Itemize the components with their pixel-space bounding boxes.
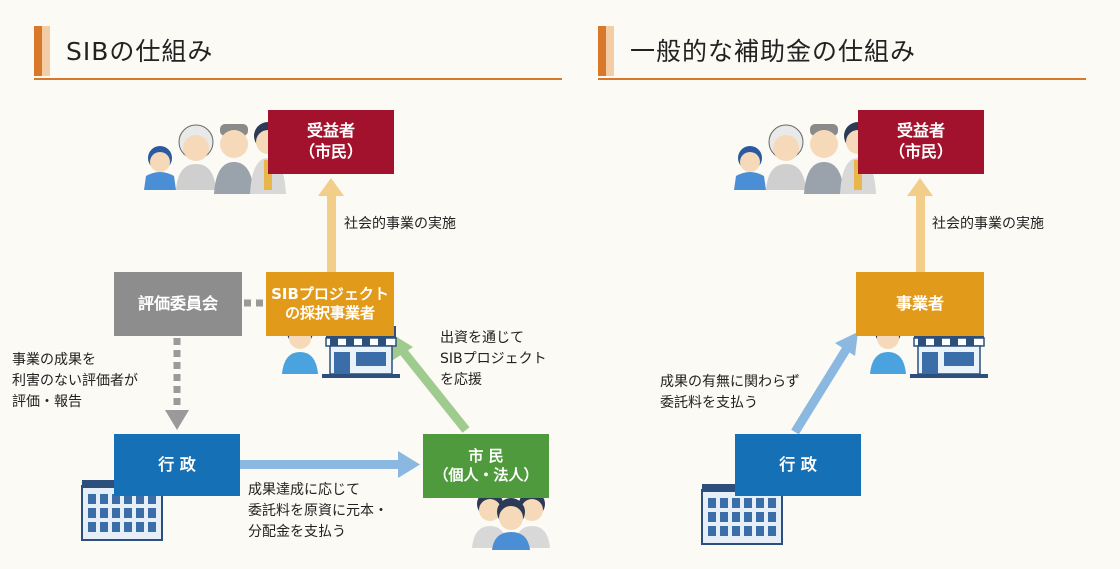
label-investment-line2: SIBプロジェクト [440, 351, 547, 367]
government-box-right: 行 政 [735, 434, 861, 496]
label-payment: 成果達成に応じて 委託料を原資に元本・ 分配金を支払う [248, 480, 388, 543]
arrow-investment [398, 347, 470, 433]
operator-line2: の採択事業者 [284, 304, 375, 322]
label-investment-line1: 出資を通じて [440, 330, 524, 346]
citizens-line2: （個人・法人） [433, 466, 539, 484]
label-payment-right-line1: 成果の有無に関わらず [660, 374, 800, 390]
beneficiary-label: 受益者 [306, 121, 355, 141]
beneficiary-box-left: 受益者 （市民） [268, 110, 394, 174]
committee-box: 評価委員会 [114, 272, 242, 336]
beneficiary-box-right: 受益者 （市民） [858, 110, 984, 174]
arrow-social-left [327, 194, 336, 274]
citizens-box: 市 民 （個人・法人） [423, 434, 549, 498]
citizens-illustration [472, 491, 550, 550]
label-payment-line1: 成果達成に応じて [248, 482, 360, 498]
committee-label: 評価委員会 [137, 293, 218, 313]
arrow-social-right [916, 194, 925, 274]
government-label: 行 政 [158, 454, 196, 474]
label-payment-line2: 委託料を原資に元本・ [248, 503, 388, 519]
family-illustration-left [143, 121, 287, 195]
government-box-left: 行 政 [114, 434, 240, 496]
section-title-sib: SIBの仕組み [34, 26, 562, 80]
operator-box-left: SIBプロジェクト の採択事業者 [266, 272, 394, 336]
beneficiary-sub: （市民） [298, 142, 363, 161]
label-investment: 出資を通じて SIBプロジェクト を応援 [440, 328, 547, 391]
arrow-payment [240, 460, 400, 469]
operator-line1: SIBプロジェクト [271, 284, 389, 303]
family-illustration-right [733, 121, 877, 195]
citizens-line1: 市 民 [468, 446, 504, 465]
government-label-right: 行 政 [779, 454, 817, 474]
section-title-subsidy: 一般的な補助金の仕組み [598, 26, 1086, 80]
label-evaluation-line1: 事業の成果を [12, 352, 96, 368]
arrow-payment-right [791, 345, 851, 435]
label-social-left: 社会的事業の実施 [344, 216, 456, 232]
label-investment-line3: を応援 [440, 372, 482, 388]
beneficiary-label-right: 受益者 [896, 121, 945, 141]
label-evaluation-line2: 利害のない評価者が [12, 373, 138, 389]
label-payment-right: 成果の有無に関わらず 委託料を支払う [660, 372, 800, 414]
label-payment-line3: 分配金を支払う [248, 524, 346, 540]
operator-label-right: 事業者 [895, 293, 944, 313]
label-payment-right-line2: 委託料を支払う [660, 395, 758, 411]
subsidy-title: 一般的な補助金の仕組み [630, 37, 917, 66]
label-evaluation: 事業の成果を 利害のない評価者が 評価・報告 [12, 350, 138, 413]
operator-box-right: 事業者 [856, 272, 984, 336]
beneficiary-sub-right: （市民） [888, 142, 953, 161]
label-evaluation-line3: 評価・報告 [12, 394, 82, 410]
label-social-right: 社会的事業の実施 [932, 216, 1044, 232]
sib-title: SIBの仕組み [66, 37, 214, 66]
